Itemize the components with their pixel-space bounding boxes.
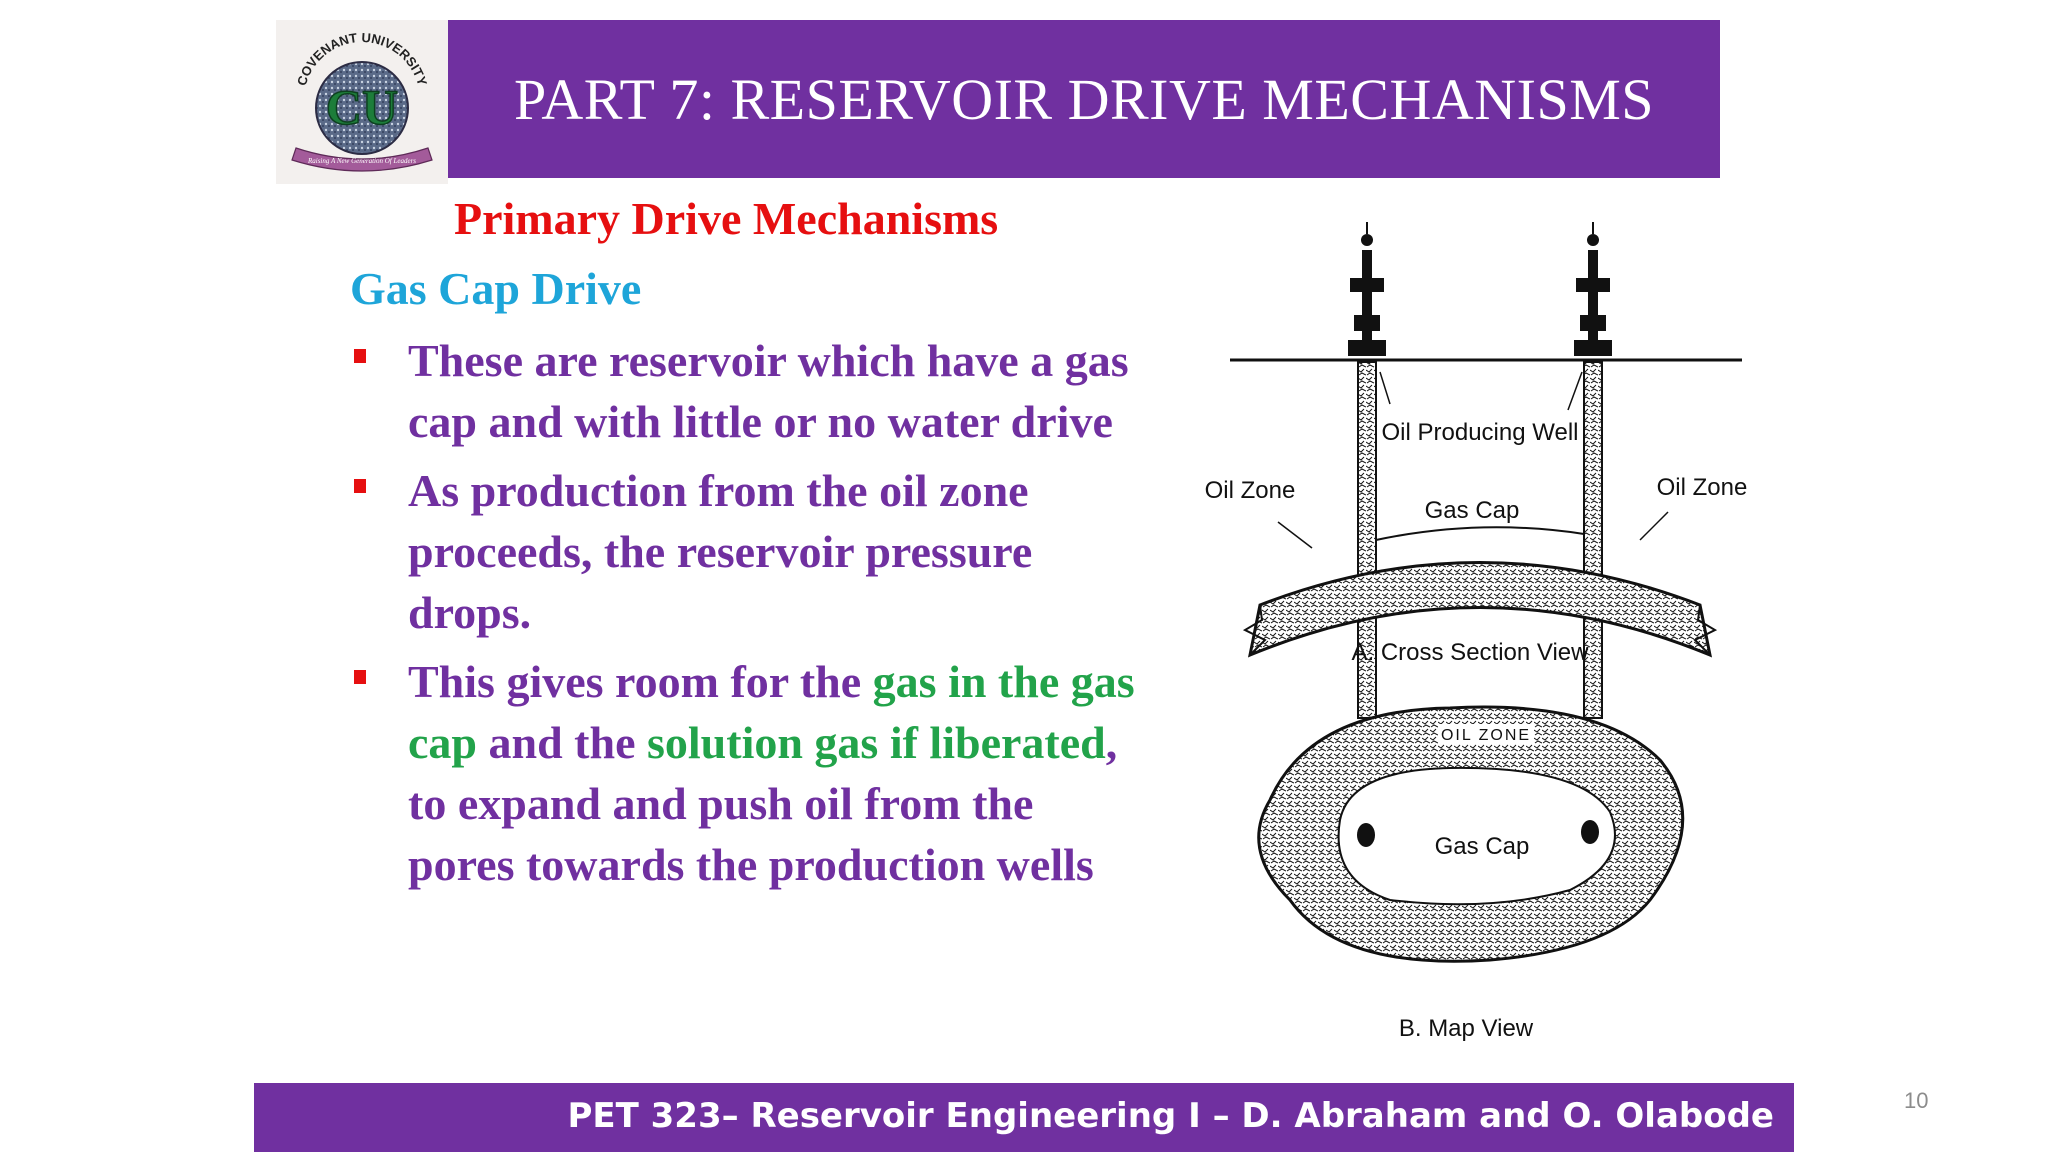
bullet-item: As production from the oil zone proceeds… — [350, 460, 1150, 643]
gas-cap-drive-figure: Oil Producing Well Oil Zone Oil Zone Gas… — [1190, 200, 1770, 1065]
map-caption: B. Map View — [1399, 1015, 1534, 1042]
right-wellhead-icon — [1574, 222, 1612, 356]
title-bar: PART 7: RESERVOIR DRIVE MECHANISMS — [448, 20, 1720, 178]
footer-bar: PET 323– Reservoir Engineering I – D. Ab… — [254, 1083, 1794, 1152]
map-oil-zone-label: OIL ZONE — [1441, 727, 1531, 744]
bullet-text: As production from the oil zone proceeds… — [408, 465, 1033, 638]
logo-banner-text: Raising A New Generation Of Leaders — [307, 157, 416, 165]
bullet-square-icon — [354, 670, 366, 684]
map-gas-cap — [1337, 766, 1616, 906]
bullet-item: These are reservoir which have a gas cap… — [350, 330, 1150, 452]
slide-subtitle: Primary Drive Mechanisms — [454, 193, 999, 244]
highlight-solution-gas: solution gas if liberated — [646, 717, 1106, 768]
bullet-text-part: This gives room for the — [408, 656, 873, 707]
highlight-gas-cap: gas in the gas cap — [408, 656, 1135, 768]
bullet-square-icon — [354, 479, 366, 493]
footer-text: PET 323– Reservoir Engineering I – D. Ab… — [567, 1096, 1774, 1136]
bullet-text-part: and the — [477, 717, 647, 768]
bullet-text: These are reservoir which have a gas cap… — [408, 335, 1129, 447]
section-heading: Gas Cap Drive — [350, 263, 642, 314]
bullet-text-part: , to expand and push oil from the pores … — [408, 717, 1118, 890]
map-gas-cap-label: Gas Cap — [1435, 833, 1530, 860]
cross-section-caption: A. Cross Section View — [1352, 639, 1590, 666]
bullet-item: This gives room for the gas in the gas c… — [350, 651, 1150, 895]
well-label: Oil Producing Well — [1382, 419, 1579, 446]
left-wellhead-icon — [1348, 222, 1386, 356]
bullet-list: These are reservoir which have a gas cap… — [350, 330, 1150, 903]
university-logo: COVENANT UNIVERSITY CU Raising A New Gen… — [276, 20, 448, 184]
logo-monogram: CU — [326, 79, 398, 135]
right-oil-zone-label: Oil Zone — [1657, 474, 1748, 501]
gas-cap-label: Gas Cap — [1425, 497, 1520, 524]
page-number: 10 — [1904, 1088, 1929, 1113]
left-oil-zone-label: Oil Zone — [1205, 477, 1296, 504]
bullet-square-icon — [354, 349, 366, 363]
slide-title: PART 7: RESERVOIR DRIVE MECHANISMS — [513, 66, 1655, 132]
